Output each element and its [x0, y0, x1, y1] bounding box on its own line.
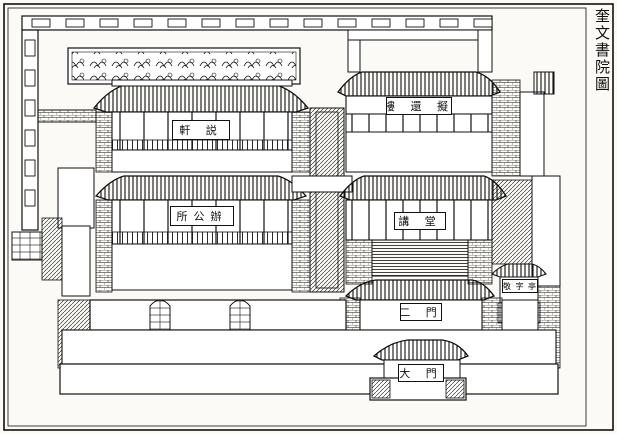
wall-window — [99, 18, 119, 28]
wall-window — [65, 18, 85, 28]
wall-window — [31, 18, 51, 28]
central-corridor — [291, 107, 353, 293]
wall-window — [24, 129, 36, 147]
drawing-title: 奎文書院圖 — [593, 8, 611, 93]
perimeter-wall — [21, 15, 493, 231]
wall-window — [235, 18, 255, 28]
wall-window — [269, 18, 289, 28]
wall-niche — [149, 299, 171, 331]
wall-window — [371, 18, 391, 28]
wall-window — [24, 39, 36, 57]
right-tower — [337, 71, 555, 177]
tower-plaque: 樓 還 擬 — [386, 97, 452, 115]
lecture-hall — [338, 175, 561, 287]
wall-window — [24, 189, 36, 207]
landscape-panel — [67, 47, 301, 85]
wall-window — [24, 99, 36, 117]
left-lower-hall — [94, 175, 311, 293]
second-gate-plaque: 二 門 — [400, 303, 442, 321]
front-wall — [57, 285, 561, 395]
wall-window — [303, 18, 323, 28]
wall-window — [337, 18, 357, 28]
wall-niche — [229, 299, 251, 331]
wall-window — [201, 18, 221, 28]
wall-window — [473, 18, 493, 28]
wall-window — [133, 18, 153, 28]
wall-window — [167, 18, 187, 28]
left-upper-hall — [92, 79, 311, 173]
main-gate-plaque: 大 門 — [398, 364, 444, 382]
wall-window — [24, 159, 36, 177]
second-gate — [339, 279, 503, 333]
wall-window — [405, 18, 425, 28]
hall-plaque-2: 所公辦 — [170, 206, 234, 226]
lecture-hall-plaque: 講 堂 — [394, 212, 446, 230]
wall-window — [439, 18, 459, 28]
wall-window — [24, 69, 36, 87]
side-pavilion-plaque: 敬 字 亭 — [502, 279, 538, 293]
hall-plaque-1: 軒 説 — [172, 120, 230, 140]
left-corridor — [11, 109, 97, 297]
